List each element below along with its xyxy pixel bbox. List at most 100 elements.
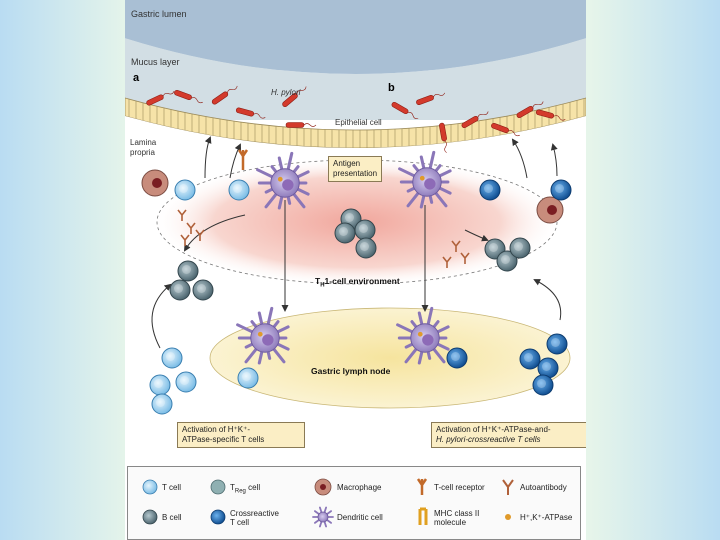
b-cell — [334, 222, 356, 244]
pathogenesis-diagram: a b — [125, 0, 586, 465]
th1-sub: H — [320, 282, 325, 289]
arrow-left-up-2 — [229, 143, 242, 179]
dendritic-cell — [256, 151, 310, 210]
h-k-atpase-legend-icon — [505, 514, 511, 520]
activation-right-line-1: Activation of H⁺K⁺-ATPase-and- — [436, 425, 551, 434]
h-pylori-bacterium — [516, 101, 544, 119]
crossreactive-t-cell — [550, 179, 572, 201]
h-pylori-bacterium — [391, 101, 419, 120]
crossreactive-t-cell — [519, 348, 541, 370]
activation-left-line-1: Activation of H⁺K⁺- — [182, 425, 251, 434]
antigen-presentation-line-2: presentation — [333, 169, 378, 178]
figure-panel: a b Gastric lumen Mucus layer H. pylori … — [125, 0, 586, 540]
arrow-right-up-2 — [550, 143, 558, 177]
crossreactive-t-cell-legend-icon — [210, 509, 226, 525]
t-cell — [174, 179, 196, 201]
treg-suffix: cell — [245, 483, 261, 492]
b-cell — [177, 260, 199, 282]
mucus-layer-region — [125, 38, 586, 120]
th1-suffix: 1-cell environment — [324, 276, 400, 286]
gastric-lymph-node-zone — [209, 307, 571, 409]
dendritic-cell — [396, 306, 450, 365]
h-pylori-label: H. pylori — [271, 88, 301, 97]
autoantibody — [442, 256, 452, 268]
epithelial-cell-label: Epithelial cell — [335, 118, 382, 127]
crossreactive-line-2: T cell — [230, 518, 249, 527]
h-pylori-bacterium — [285, 122, 317, 128]
h-pylori-bacterium — [282, 86, 307, 107]
h-pylori-bacterium — [174, 89, 203, 104]
gastric-lumen-label: Gastric lumen — [131, 9, 187, 19]
crossreactive-line-1: Crossreactive — [230, 509, 279, 518]
legend-icons — [142, 478, 514, 528]
arrow-left-loop-up — [151, 283, 172, 349]
t-cell — [228, 179, 250, 201]
dendritic-cell — [398, 150, 452, 209]
legend-crossreactive-t-cell: Crossreactive T cell — [230, 509, 279, 527]
b-cell — [509, 237, 531, 259]
lumen-boundary — [125, 0, 586, 74]
t-cell-receptor — [237, 149, 249, 170]
activation-left-box: Activation of H⁺K⁺- ATPase-specific T ce… — [177, 422, 305, 448]
h-pylori-bacterium — [535, 109, 566, 121]
h-pylori-bacterium — [211, 85, 238, 105]
crossreactive-t-cell — [446, 347, 468, 369]
arrow-left-loop-top — [183, 214, 246, 252]
legend-dendritic-cell: Dendritic cell — [337, 513, 383, 522]
b-cell — [496, 250, 518, 272]
legend-t-cell: T cell — [162, 483, 181, 492]
legend-b-cell: B cell — [162, 513, 182, 522]
h-pylori-bacterium — [235, 107, 266, 119]
macrophage-nucleus-icon — [320, 484, 326, 490]
h-pylori-bacterium — [439, 122, 447, 153]
crossreactive-t-cell — [479, 179, 501, 201]
treg-t: T — [230, 483, 235, 492]
lamina-propria-label-2: propria — [130, 148, 155, 157]
autoantibody-legend-icon — [502, 479, 514, 495]
h-pylori-bacterium — [416, 92, 446, 106]
b-cell — [355, 237, 377, 259]
arrow-right-loop-top — [464, 229, 489, 242]
treg-cell-legend-icon — [210, 479, 226, 495]
activation-left-line-2: ATPase-specific T cells — [182, 435, 265, 444]
panel-b-label: b — [388, 82, 395, 94]
legend-treg-cell: TReg cell — [230, 483, 260, 497]
arrow-right-loop-up — [533, 279, 562, 321]
t-cell — [161, 347, 183, 369]
mhc-line-2: molecule — [434, 518, 467, 527]
antigen-presentation-line-1: Antigen — [333, 159, 361, 168]
panel-a-label: a — [133, 72, 140, 84]
arrow-right-up-1 — [511, 138, 528, 179]
arrow-left-up-1 — [204, 136, 212, 179]
t-cell-legend-icon — [142, 479, 158, 495]
legend-t-cell-receptor: T-cell receptor — [434, 483, 485, 492]
dendritic-cell-legend-icon — [312, 506, 334, 528]
autoantibody — [177, 209, 187, 221]
h-pylori-bacterium — [491, 122, 520, 137]
legend: T cell TReg cell Macrophage T-cell recep… — [127, 466, 581, 540]
t-cell — [151, 393, 173, 415]
t-cell — [175, 371, 197, 393]
t-cell-receptor-legend-icon — [416, 478, 428, 495]
autoantibody — [451, 240, 461, 252]
crossreactive-t-cell — [546, 333, 568, 355]
legend-mhc-class-ii: MHC class II molecule — [434, 509, 479, 527]
b-cell — [192, 279, 214, 301]
h-pylori-bacterium — [461, 111, 489, 129]
activation-right-line-2: H. pylori-crossreactive T cells — [436, 435, 541, 444]
mhc-class-ii-legend-icon — [418, 507, 428, 525]
autoantibody — [195, 229, 205, 241]
legend-macrophage: Macrophage — [337, 483, 382, 492]
th1-environment-label: TH1-cell environment — [315, 276, 400, 291]
crossreactive-t-cell — [532, 374, 554, 396]
t-cell — [237, 367, 259, 389]
h-pylori-bacterium — [146, 91, 175, 106]
legend-h-k-atpase: H⁺,K⁺-ATPase — [520, 513, 573, 522]
epithelium-band — [125, 97, 586, 149]
b-cell — [169, 279, 191, 301]
antigen-presentation-box: Antigen presentation — [328, 156, 383, 182]
autoantibody — [186, 222, 196, 234]
lamina-propria-label-1: Lamina — [130, 138, 157, 147]
dendritic-cell — [236, 306, 290, 365]
mhc-line-1: MHC class II — [434, 509, 480, 518]
